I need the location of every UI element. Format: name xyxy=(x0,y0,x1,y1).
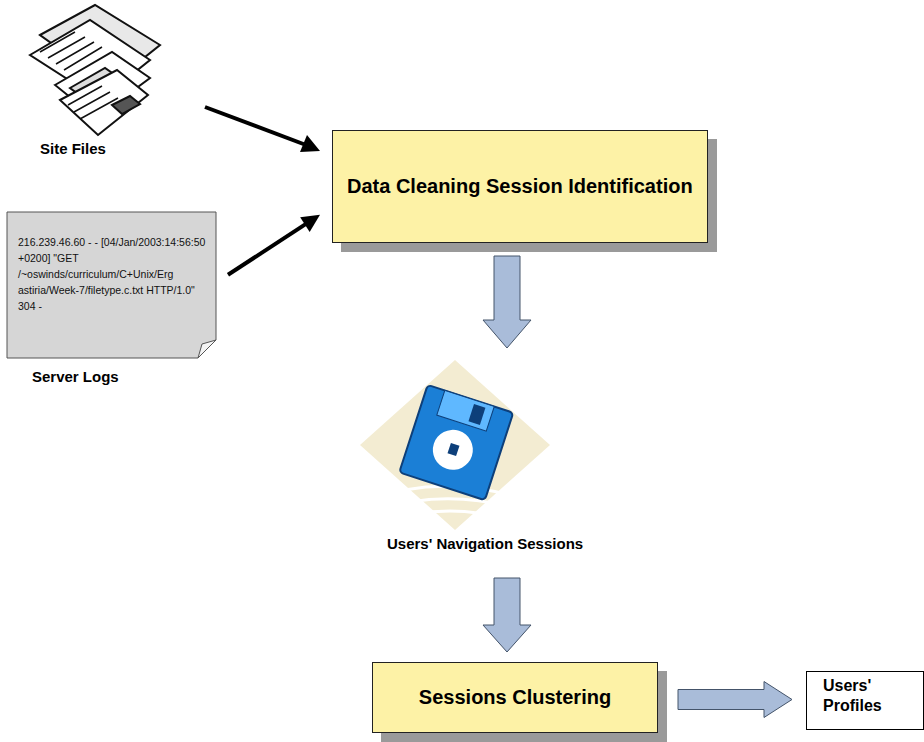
block-arrow xyxy=(678,682,792,718)
log-text: 216.239.46.60 - - [04/Jan/2003:14:56:50 … xyxy=(18,234,213,314)
node-heading: Server Logs xyxy=(32,368,119,385)
arrow-head xyxy=(300,215,320,232)
icon-label: Users' Navigation Sessions xyxy=(387,535,583,552)
sessions-disk-icon xyxy=(360,360,550,530)
log-paper xyxy=(7,212,216,358)
down-block-arrow xyxy=(483,256,531,348)
output-box: Users' Profiles xyxy=(806,671,924,730)
process-box: Sessions Clustering xyxy=(372,662,658,733)
down-block-arrow xyxy=(483,578,531,652)
arrow-line xyxy=(228,222,308,274)
site-files-icon xyxy=(30,5,160,135)
input-arrow xyxy=(205,107,320,152)
process-box: Data Cleaning Session Identification xyxy=(332,130,708,243)
node-text: Users' Profiles xyxy=(823,676,913,716)
icon-label: Site Files xyxy=(40,140,106,157)
block-arrow-shape xyxy=(678,682,792,718)
input-arrow xyxy=(228,215,320,275)
server-log-document: 216.239.46.60 - - [04/Jan/2003:14:56:50 … xyxy=(7,212,216,358)
node-text: Data Cleaning Session Identification xyxy=(347,175,693,198)
node-text: Sessions Clustering xyxy=(419,686,611,709)
